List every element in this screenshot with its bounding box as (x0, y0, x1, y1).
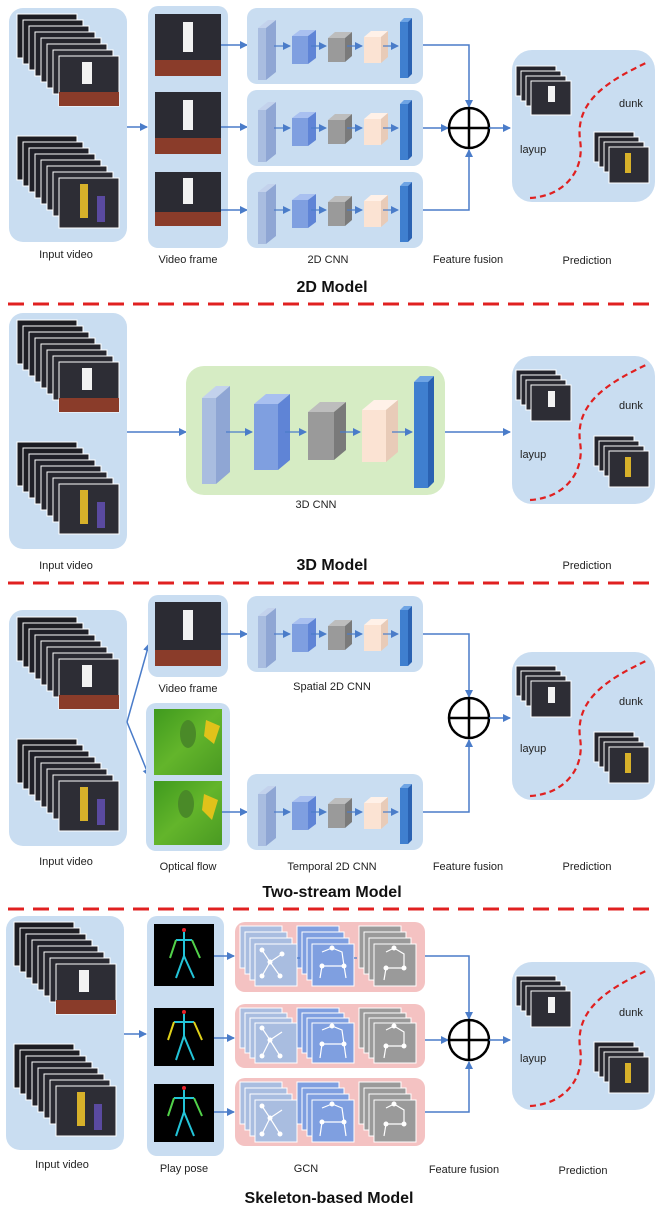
play-pose-images (154, 924, 214, 1142)
input-video-stack-bottom (16, 441, 120, 535)
input-video-stack-top (16, 616, 120, 710)
decision-boundary (529, 659, 649, 798)
input-video-label: Input video (39, 856, 93, 868)
section-title: 3D Model (296, 557, 367, 574)
prediction-label: Prediction (563, 255, 612, 267)
temporal-cnn-label: Temporal 2D CNN (287, 861, 376, 873)
fusion-line-bottom (425, 1061, 473, 1113)
cnn-3d-block (186, 366, 445, 495)
fusion-line-top (425, 955, 473, 1020)
fusion-line-top (423, 44, 473, 108)
gcn-row-3 (235, 1078, 425, 1146)
decision-boundary (529, 363, 649, 502)
spatial-cnn-block (247, 596, 423, 672)
class-label-dunk: dunk (619, 98, 643, 110)
class-label-dunk: dunk (619, 400, 643, 412)
input-video-stack-top (16, 13, 120, 107)
temporal-cnn-block (247, 774, 423, 850)
section-two-stream-model: Input video Video frame Optical flow (9, 595, 655, 901)
feature-fusion-label: Feature fusion (429, 1164, 499, 1176)
class-label-layup: layup (520, 144, 546, 156)
fusion-plus-icon (447, 696, 491, 740)
fusion-line-bottom (423, 149, 473, 211)
play-pose-label: Play pose (160, 1163, 208, 1175)
input-video-stack-bottom (13, 1043, 117, 1137)
gcn-row-2 (235, 1004, 425, 1068)
fusion-plus-icon (447, 1018, 491, 1062)
cnn-2d-row-3 (247, 172, 423, 248)
section-3d-model: Input video 3D CNN (9, 313, 655, 574)
class-label-layup: layup (520, 449, 546, 461)
fusion-line-bottom (423, 739, 473, 813)
cnn-2d-row-1 (247, 8, 423, 84)
prediction-panel (512, 962, 655, 1110)
prediction-panel (512, 50, 655, 202)
class-label-dunk: dunk (619, 696, 643, 708)
prediction-panel (512, 356, 655, 504)
input-video-label: Input video (39, 560, 93, 572)
optical-flow-images (154, 709, 222, 845)
prediction-panel (512, 652, 655, 800)
prediction-label: Prediction (563, 861, 612, 873)
section-skeleton-model: Input video Play pose (6, 916, 655, 1207)
cnn-2d-row-2 (247, 90, 423, 166)
input-video-stack-top (13, 921, 117, 1015)
feature-fusion-label: Feature fusion (433, 861, 503, 873)
video-frame-label: Video frame (158, 683, 217, 695)
section-title: Skeleton-based Model (245, 1190, 414, 1207)
section-title: 2D Model (296, 279, 367, 296)
arrow-input-to-flow (126, 721, 151, 777)
prediction-label: Prediction (563, 560, 612, 572)
fusion-plus-icon (447, 106, 491, 150)
cnn-2d-label: 2D CNN (308, 254, 349, 266)
video-frame-label: Video frame (158, 254, 217, 266)
input-video-stack-bottom (16, 738, 120, 832)
gcn-row-1 (235, 922, 425, 992)
input-video-stack-bottom (16, 135, 120, 229)
class-label-layup: layup (520, 1053, 546, 1065)
input-video-label: Input video (35, 1159, 89, 1171)
optical-flow-label: Optical flow (160, 861, 217, 873)
gcn-label: GCN (294, 1163, 319, 1175)
feature-fusion-label: Feature fusion (433, 254, 503, 266)
section-title: Two-stream Model (262, 884, 401, 901)
prediction-label: Prediction (559, 1165, 608, 1177)
input-video-label: Input video (39, 249, 93, 261)
class-label-layup: layup (520, 743, 546, 755)
cnn-3d-label: 3D CNN (296, 499, 337, 511)
class-label-dunk: dunk (619, 1007, 643, 1019)
fusion-line-top (423, 633, 473, 698)
decision-boundary (529, 969, 649, 1108)
video-frame-thumbnails (155, 14, 221, 226)
input-video-stack-top (16, 319, 120, 413)
spatial-cnn-label: Spatial 2D CNN (293, 681, 371, 693)
arrow-input-to-frame (126, 643, 151, 723)
decision-boundary (529, 61, 649, 200)
video-frame-thumbnail (155, 602, 221, 666)
section-2d-model: Input video Video frame (9, 6, 655, 296)
